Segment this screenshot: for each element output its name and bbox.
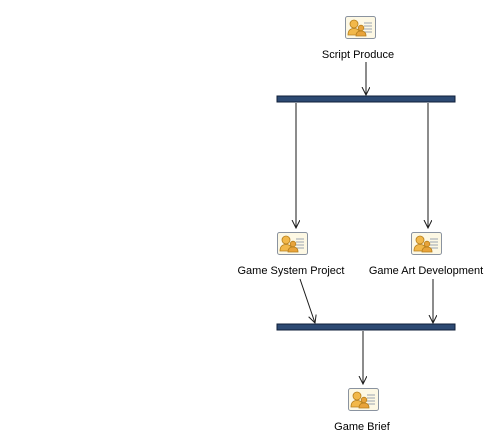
node-game-brief[interactable]: Game Brief	[334, 388, 391, 434]
node-label: Script Produce	[322, 49, 394, 61]
role-card-icon	[345, 16, 376, 39]
node-script-produce[interactable]: Script Produce	[322, 16, 394, 62]
fork-bar[interactable]	[276, 95, 456, 103]
role-card-icon	[348, 388, 379, 411]
node-label: Game Art Development	[369, 265, 483, 277]
role-card-icon	[277, 232, 308, 255]
node-label: Game Brief	[334, 421, 391, 433]
node-game-system-project[interactable]: Game System Project	[238, 232, 345, 278]
role-card-icon	[411, 232, 442, 255]
node-label: Game System Project	[238, 265, 345, 277]
edge-game-system-project-to-join[interactable]	[299, 278, 315, 323]
join-bar[interactable]	[276, 323, 456, 331]
node-game-art-development[interactable]: Game Art Development	[369, 232, 483, 278]
